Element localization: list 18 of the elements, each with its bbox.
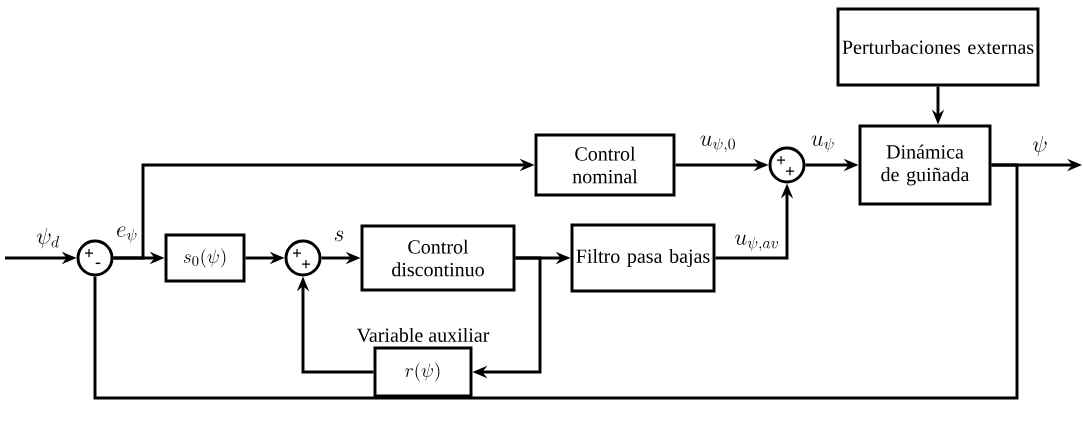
block-box: $r(\psi)$ xyxy=(373,346,473,398)
block-box: Control nominal xyxy=(534,133,676,197)
signal-label: $e_\psi$ xyxy=(114,225,140,245)
summing-junction: + - xyxy=(76,239,114,277)
signal-label: $u_{\psi,av}$ xyxy=(733,233,781,253)
block-box: $s_0(\psi)$ xyxy=(164,233,246,283)
signal-label: $\psi_d$ xyxy=(34,226,62,250)
block-box: Control discontinuo xyxy=(360,224,516,292)
block-box: Filtro pasa bajas xyxy=(570,223,716,293)
summing-junction: + + xyxy=(284,239,322,277)
signal-label: $s$ xyxy=(332,229,346,243)
block-box: Perturbaciones externas xyxy=(836,7,1040,87)
summing-junction: + + xyxy=(768,146,806,184)
signal-label: $u_{\psi,0}$ xyxy=(698,134,738,154)
signal-label: $\psi$ xyxy=(1030,134,1050,158)
block-caption: Variable auxiliar xyxy=(356,327,490,343)
signal-label: $u_\psi$ xyxy=(809,134,837,154)
block-box: Dinámica de guiñada xyxy=(858,124,992,206)
